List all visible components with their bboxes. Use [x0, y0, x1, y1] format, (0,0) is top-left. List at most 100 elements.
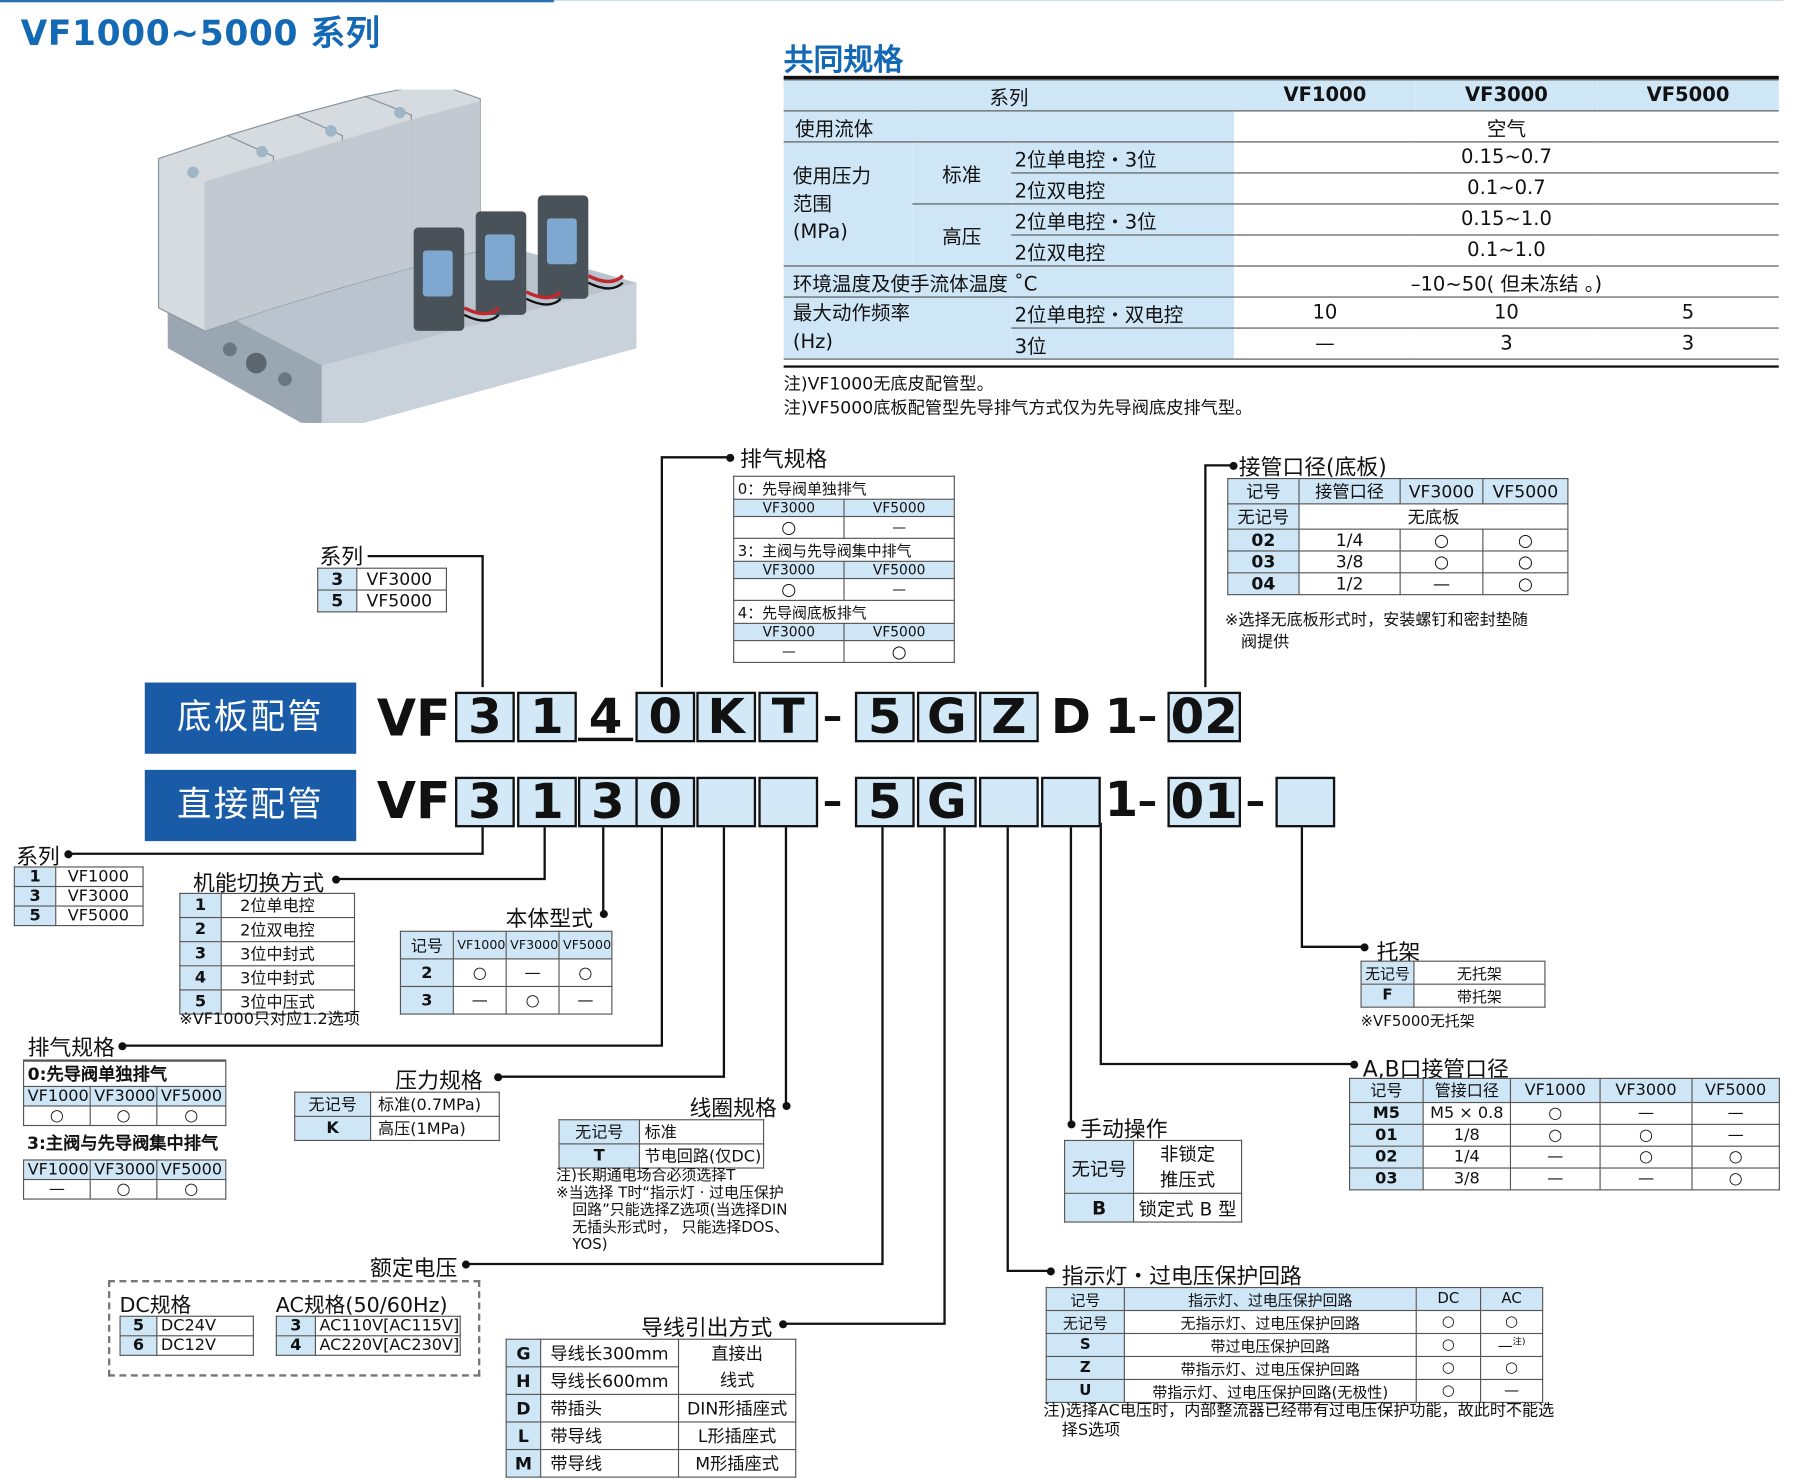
spec-temp-value: –10~50( 但未冻结 。)	[1234, 265, 1779, 298]
code-top-c3: 4	[577, 691, 634, 742]
code-bottom-c3: 3	[577, 776, 638, 828]
dot-coil	[782, 1101, 791, 1110]
code-top-c7: 5	[854, 691, 915, 743]
voltage-frame	[108, 1280, 481, 1377]
spec-high-single-row: 高压 2位单电控・3位 0.15~1.0	[784, 203, 1779, 267]
spec-high-double-row: 2位双电控 0.1~1.0	[784, 234, 1779, 267]
dot-exhaust	[118, 1042, 127, 1051]
body-type-title: 本体型式	[505, 906, 593, 932]
spec-temp-row: 环境温度及使手流体温度 ˚C –10~50( 但未冻结 。)	[783, 265, 1779, 298]
header-accent-rule	[0, 0, 554, 3]
code-top-c2: 1	[517, 691, 577, 743]
dot-indicator	[1046, 1267, 1055, 1276]
code-top-dash1: –	[822, 694, 843, 740]
dot-ab-port	[1350, 1060, 1359, 1069]
code-bottom-prefix: VF	[376, 772, 451, 831]
coil-note-3: 回路”只能选择Z选项(当选择DIN	[572, 1201, 788, 1220]
code-top-c8: G	[916, 691, 977, 743]
code-top-label: 底板配管	[144, 682, 357, 754]
top-exhaust-title: 排气规格	[739, 446, 828, 473]
top-port-note-1: ※选择无底板形式时，安装螺钉和密封垫随	[1224, 611, 1528, 630]
valve-manifold-image	[157, 89, 637, 423]
code-bottom-dash2: –	[1137, 779, 1158, 826]
common-spec-title: 共同规格	[783, 43, 904, 79]
code-top-c11: 1	[1104, 688, 1139, 745]
top-port-title: 接管口径(底板)	[1238, 455, 1387, 481]
spec-freq-r2-vf1000: —	[1234, 327, 1416, 360]
spec-freq-row2-label: 3位	[1011, 327, 1235, 360]
coil-title: 线圈规格	[689, 1096, 777, 1122]
spec-header-row: 系列 VF1000 VF3000 VF5000	[783, 79, 1779, 112]
dot-function	[332, 875, 341, 884]
spec-bottom-rule	[783, 365, 1779, 368]
common-spec-table: 系列 VF1000 VF3000 VF5000 使用流体 空气 使用压力 范围 …	[783, 79, 1779, 360]
spec-std-single-value: 0.15~0.7	[1234, 141, 1779, 174]
spec-freq-r1-vf5000: 5	[1597, 296, 1779, 329]
dc-title: DC规格	[119, 1293, 192, 1318]
top-series-title: 系列	[319, 544, 364, 570]
code-top-c12: 02	[1167, 691, 1241, 743]
spec-std-single-label: 2位单电控・3位	[1011, 141, 1235, 174]
top-port-note-2: 阀提供	[1240, 633, 1290, 652]
spec-freq-row-1: 最大动作频率 (Hz) 2位单电控・双电控 10 10 5	[783, 296, 1779, 360]
code-top-c6: T	[758, 691, 819, 743]
code-bottom-c6-empty	[758, 776, 819, 828]
code-top-c1: 3	[455, 691, 515, 743]
series-title: 系列	[16, 844, 60, 870]
spec-freq-r1-vf1000: 10	[1234, 296, 1416, 329]
spec-std-single-row: 使用压力 范围 (MPa) 标准 2位单电控・3位 0.15~0.7	[783, 141, 1779, 267]
spec-freq-row1-label: 2位单电控・双电控	[1011, 296, 1235, 329]
code-bottom-dash3: –	[1245, 779, 1266, 826]
dot-bracket	[1360, 943, 1369, 952]
dot-wiring	[779, 1320, 788, 1329]
ac-title: AC规格(50/60Hz)	[275, 1293, 448, 1318]
code-top-c5: K	[696, 691, 757, 743]
code-bottom-c12: 01	[1167, 776, 1241, 828]
code-bottom-c1: 3	[455, 776, 515, 828]
dot-voltage	[461, 1260, 470, 1269]
spec-col-vf1000: VF1000	[1234, 79, 1416, 112]
wiring-title: 导线引出方式	[641, 1315, 773, 1341]
spec-high-double-value: 0.1~1.0	[1234, 234, 1779, 267]
function-title: 机能切换方式	[193, 870, 325, 897]
code-top-c9: Z	[979, 691, 1039, 743]
spec-col-series: 系列	[783, 79, 1235, 112]
code-bottom-c11: 1	[1104, 771, 1139, 828]
spec-note-1: 注)VF1000无底皮配管型。	[783, 373, 994, 395]
code-bottom-c4: 0	[635, 776, 696, 828]
spec-freq-label: 最大动作频率 (Hz)	[783, 296, 1012, 360]
code-bottom-label: 直接配管	[144, 769, 357, 842]
spec-pressure-label: 使用压力 范围 (MPa)	[783, 141, 913, 267]
spec-freq-row-2: 3位 — 3 3	[784, 327, 1779, 360]
spec-temp-label: 环境温度及使手流体温度 ˚C	[783, 265, 1235, 298]
code-bottom-c7: 5	[854, 776, 915, 828]
spec-high-single-value: 0.15~1.0	[1234, 203, 1779, 236]
code-top-dash2: –	[1137, 694, 1158, 740]
code-bottom-dash1: –	[822, 779, 843, 826]
code-bottom-c8: G	[916, 776, 977, 828]
dot-pressure	[494, 1073, 503, 1082]
page-title: VF1000~5000 系列	[20, 13, 381, 55]
coil-note-1: 注)长期通电场合必须选择T	[556, 1167, 736, 1185]
indicator-title: 指示灯・过电压保护回路	[1061, 1263, 1302, 1290]
voltage-title: 额定电压	[369, 1255, 458, 1282]
function-note: ※VF1000只对应1.2选项	[179, 1010, 360, 1029]
header-rule	[0, 0, 1784, 2]
code-top-prefix: VF	[376, 689, 451, 749]
indicator-note-1: 注)选择AC电压时，内部整流器已经带有过电压保护功能，故此时不能选	[1043, 1401, 1555, 1421]
bracket-note: ※VF5000无托架	[1360, 1013, 1475, 1031]
spec-fluid-value: 空气	[1234, 110, 1779, 143]
spec-note-2: 注)VF5000底板配管型先导排气方式仅为先导阀底皮排气型。	[783, 397, 1253, 419]
